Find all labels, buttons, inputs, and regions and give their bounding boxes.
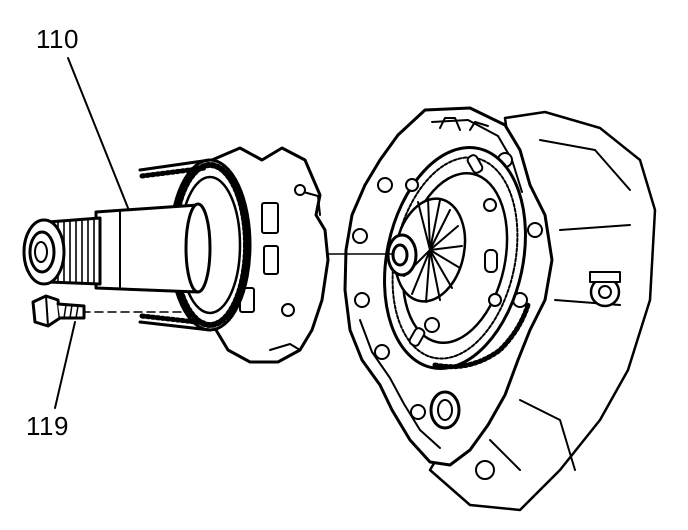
hub-shaft-assembly: [22, 146, 330, 364]
leader-lines: [54, 57, 129, 409]
bolt: [31, 294, 86, 328]
callout-110: 110: [36, 24, 79, 54]
transmission-housing: [343, 106, 657, 512]
callout-119: 119: [26, 411, 69, 441]
